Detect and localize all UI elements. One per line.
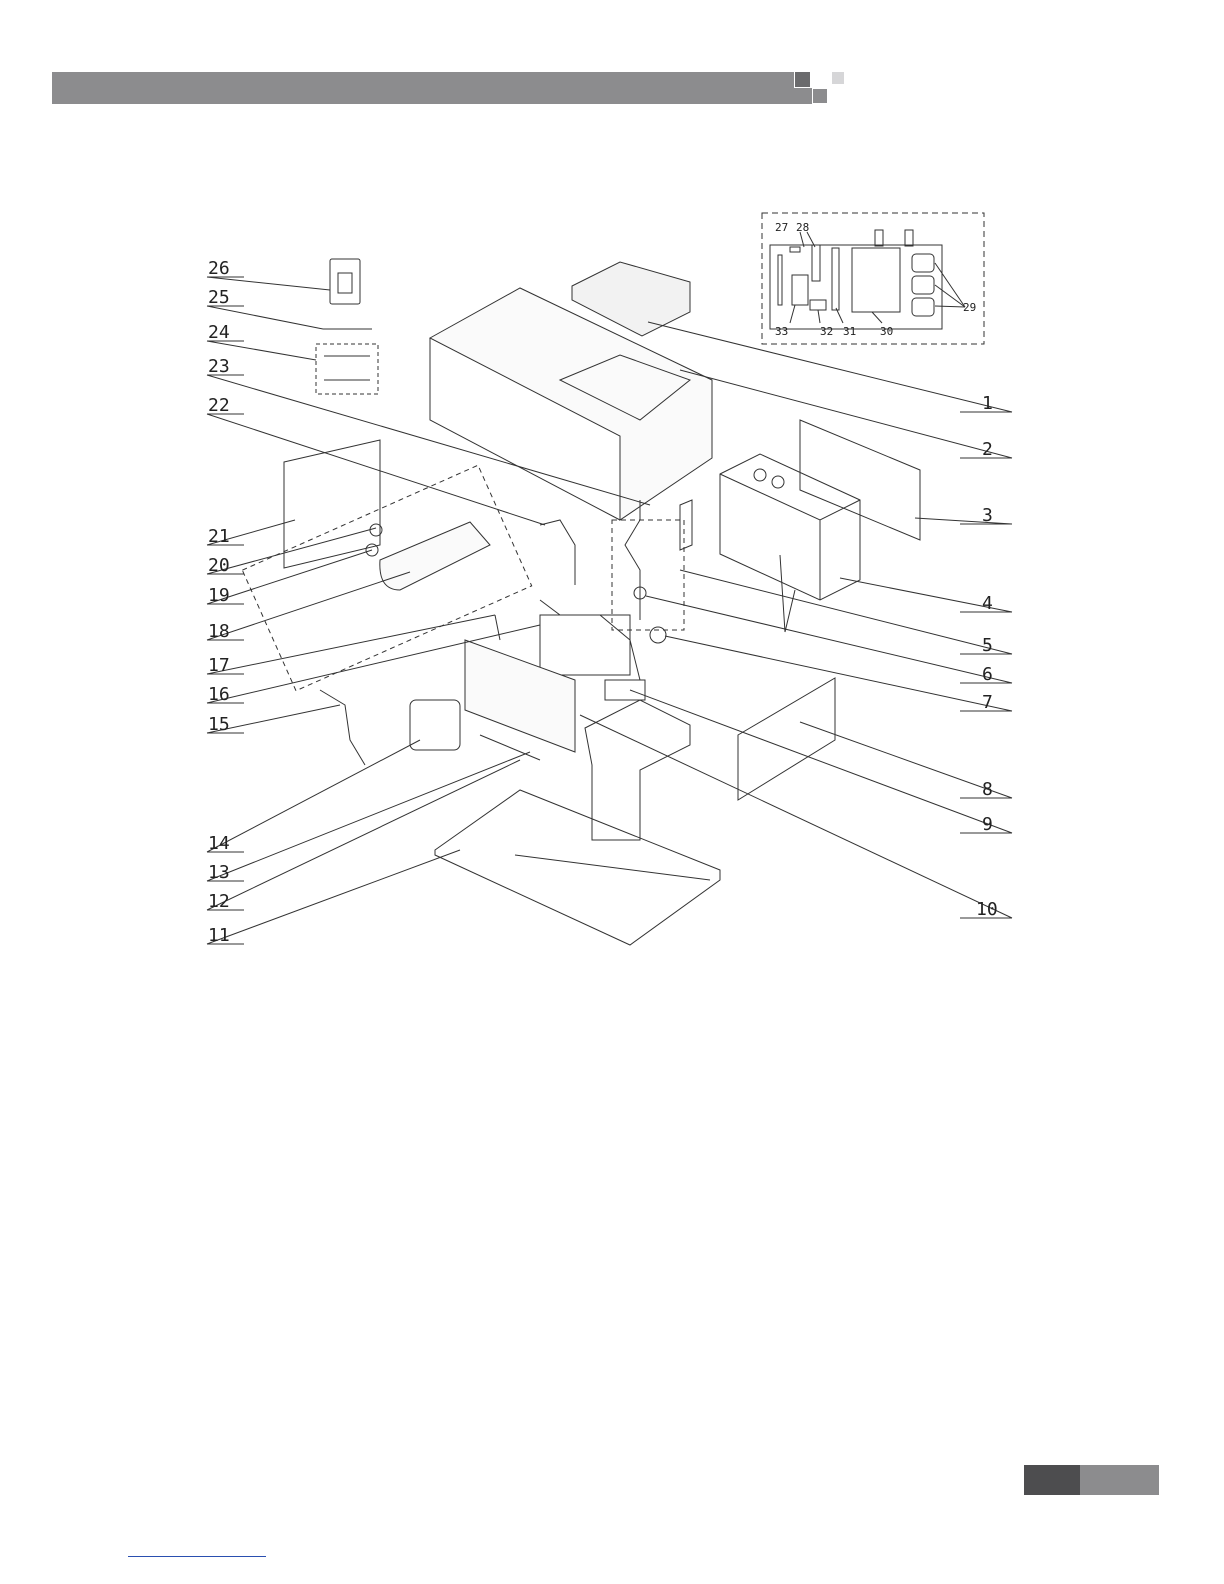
callout-23: 23 — [208, 356, 230, 377]
heat-exchanger-block — [540, 615, 630, 675]
part-12-pipe — [480, 735, 540, 760]
part-4-bracket — [780, 555, 795, 632]
callout-18: 18 — [208, 621, 230, 642]
leader-20 — [207, 528, 376, 574]
leader-8 — [800, 722, 1012, 798]
leader-19 — [207, 550, 372, 604]
callout-33: 33 — [775, 325, 788, 338]
part-10-bracket — [585, 700, 690, 840]
part-4-box-edges — [720, 474, 860, 600]
part-7-fitting — [650, 627, 666, 643]
leader-17 — [207, 615, 495, 674]
part-5-plate — [680, 500, 692, 550]
inset-terminal-block — [832, 248, 839, 310]
part-22-pipe — [540, 520, 575, 585]
callout-13: 13 — [208, 862, 230, 883]
footer-link-underline[interactable] — [128, 1556, 266, 1557]
callout-31: 31 — [843, 325, 856, 338]
leader-3 — [915, 518, 1012, 524]
callout-14: 14 — [208, 833, 230, 854]
callout-19: 19 — [208, 585, 230, 606]
part-5-pipe — [625, 500, 640, 620]
callout-21: 21 — [208, 526, 230, 547]
leader-18 — [207, 572, 410, 640]
callout-28: 28 — [796, 221, 809, 234]
part-4-gland-2 — [772, 476, 784, 488]
leader-14 — [207, 740, 420, 852]
callout-1: 1 — [982, 393, 993, 414]
callout-3: 3 — [982, 505, 993, 526]
callout-4: 4 — [982, 593, 993, 614]
callout-32: 32 — [820, 325, 833, 338]
callout-22: 22 — [208, 395, 230, 416]
callout-10: 10 — [976, 899, 998, 920]
leader-13 — [207, 752, 530, 881]
inset-din-rail — [778, 255, 782, 305]
callout-27: 27 — [775, 221, 788, 234]
leader-11 — [207, 850, 460, 944]
part-15-pipe — [320, 690, 365, 765]
inset-component — [810, 300, 826, 310]
part-18-expansion-tank — [380, 522, 490, 590]
leader-22 — [207, 414, 545, 525]
part-4-control-box — [720, 454, 860, 600]
callout-5: 5 — [982, 635, 993, 656]
callout-8: 8 — [982, 779, 993, 800]
leader-2 — [680, 370, 1012, 458]
callout-17: 17 — [208, 655, 230, 676]
part-9-filter — [605, 680, 645, 700]
footer-page-tab-light — [1080, 1465, 1159, 1495]
part-5-pipe-group — [612, 520, 684, 630]
callout-29: 29 — [963, 301, 976, 314]
leader-7 — [665, 636, 1012, 711]
part-2-main-cover — [430, 288, 712, 520]
callout-25: 25 — [208, 287, 230, 308]
callout-9: 9 — [982, 814, 993, 835]
callout-30: 30 — [880, 325, 893, 338]
callout-7: 7 — [982, 692, 993, 713]
inset-relay-block — [792, 275, 808, 305]
callout-11: 11 — [208, 925, 230, 946]
inset-capacitor-2 — [912, 276, 934, 294]
leader-12 — [207, 760, 520, 910]
callout-12: 12 — [208, 891, 230, 912]
callout-26: 26 — [208, 258, 230, 279]
inset-main-pcb — [852, 248, 900, 312]
callout-15: 15 — [208, 714, 230, 735]
part-24-cable-set-box — [316, 344, 378, 394]
inset-terminal-strip — [812, 245, 820, 281]
callout-6: 6 — [982, 664, 993, 685]
leader-6 — [646, 596, 1012, 683]
inset-terminal — [790, 247, 800, 252]
part-26-controller-screen — [338, 273, 352, 293]
leader-10 — [580, 715, 1012, 918]
footer-page-tab-dark — [1024, 1465, 1080, 1495]
part-4-gland-1 — [754, 469, 766, 481]
part-17-sensor — [495, 615, 500, 640]
part-14-pump — [410, 700, 460, 750]
part-16-pipe — [540, 600, 640, 680]
callout-16: 16 — [208, 684, 230, 705]
inset-capacitor-1 — [912, 254, 934, 272]
inset-connector-left — [875, 230, 883, 246]
part-11-base-tray — [435, 790, 720, 945]
inset-connector-right — [905, 230, 913, 246]
callout-20: 20 — [208, 555, 230, 576]
inset-capacitor-3 — [912, 298, 934, 316]
part-8-side-panel — [738, 678, 835, 800]
leader-9 — [630, 690, 1012, 833]
callout-24: 24 — [208, 322, 230, 343]
callout-2: 2 — [982, 439, 993, 460]
part-26-wired-controller — [330, 259, 360, 304]
